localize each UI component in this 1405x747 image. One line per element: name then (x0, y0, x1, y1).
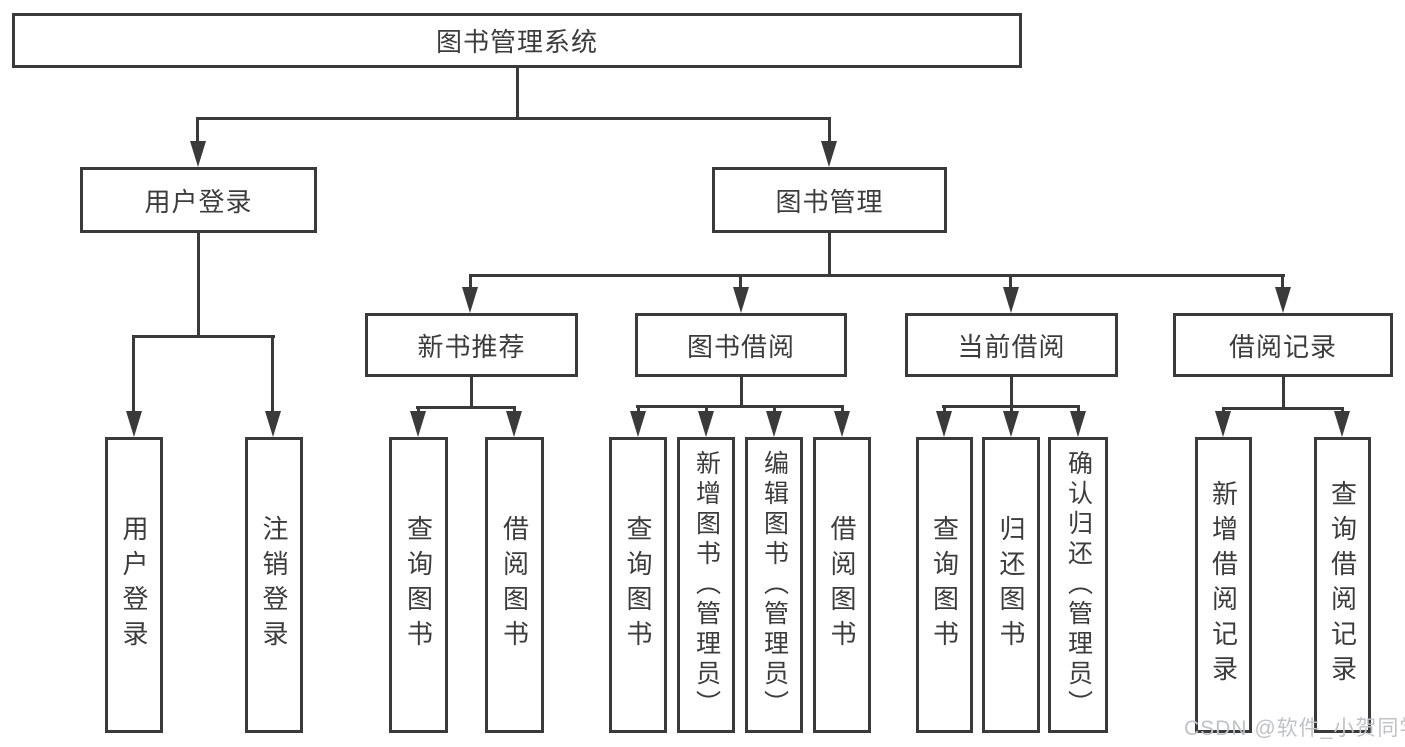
connector-borrow-records-stem (1282, 377, 1285, 409)
leaf-label: 注销登录 (259, 515, 289, 655)
arrowhead-current-borrow (1003, 287, 1019, 313)
node-user-login: 用户登录 (80, 167, 317, 233)
watermark: CSDN @软件_小贺同学 (1184, 717, 1405, 740)
leaf-label: 借阅图书 (499, 515, 530, 655)
connector-drop-borrow-records (1281, 274, 1284, 292)
connector-drop-book-mgmt (828, 117, 831, 145)
arrowhead (698, 411, 714, 437)
leaf-add-books-admin: 新增图书（管理员） (677, 437, 735, 733)
arrowhead (630, 411, 646, 437)
node-label: 用户登录 (144, 186, 253, 217)
arrowhead-book-mgmt (821, 141, 837, 167)
connector-new-book-rec-bar (416, 406, 516, 409)
leaf-label: 借阅图书 (827, 515, 857, 655)
node-label: 当前借阅 (957, 331, 1066, 362)
leaf-label: 新增图书（管理员） (692, 450, 721, 720)
node-label: 图书管理 (775, 186, 884, 217)
leaf-query-books-recommend: 查询图书 (389, 437, 448, 733)
connector-drop-new-book-rec (469, 274, 472, 292)
node-label: 图书管理系统 (435, 27, 598, 57)
leaf-user-login: 用户登录 (105, 437, 163, 733)
leaf-label: 新增借阅记录 (1208, 480, 1239, 690)
leaf-add-borrow-record: 新增借阅记录 (1195, 437, 1252, 733)
leaf-query-books-borrowing: 查询图书 (609, 437, 667, 733)
node-label: 借阅记录 (1228, 331, 1337, 362)
leaf-query-books-current: 查询图书 (916, 437, 973, 733)
connector-book-borrow-stem (740, 377, 743, 407)
leaf-label: 确认归还（管理员） (1064, 450, 1093, 720)
connector-drop-book-borrow (739, 274, 742, 292)
arrowhead-leaf-logout (265, 411, 281, 437)
leaf-query-borrow-record: 查询借阅记录 (1314, 437, 1371, 733)
connector-borrow-records-bar (1222, 407, 1344, 410)
connector-drop-leaf-logout (271, 335, 274, 417)
leaf-label: 用户登录 (119, 515, 149, 655)
connector-book-mgmt-stem (828, 233, 831, 276)
arrowhead (1070, 411, 1086, 437)
leaf-label: 编辑图书（管理员） (760, 450, 789, 720)
arrowhead (410, 411, 426, 437)
leaf-borrow-books: 借阅图书 (813, 437, 871, 733)
arrowhead-leaf-login (126, 411, 142, 437)
leaf-label: 查询借阅记录 (1327, 480, 1358, 690)
leaf-logout: 注销登录 (245, 437, 303, 733)
leaf-label: 查询图书 (623, 515, 653, 655)
connector-level3-bar (469, 274, 1285, 277)
node-new-book-recommendation: 新书推荐 (365, 313, 578, 377)
arrowhead (766, 411, 782, 437)
leaf-edit-books-admin: 编辑图书（管理员） (745, 437, 803, 733)
leaf-label: 归还图书 (996, 515, 1026, 655)
leaf-borrow-books-recommend: 借阅图书 (485, 437, 544, 733)
arrowhead (936, 411, 952, 437)
arrowhead (1003, 411, 1019, 437)
connector-user-login-stem (197, 233, 200, 337)
connector-drop-current-borrow (1009, 274, 1012, 292)
leaf-return-books: 归还图书 (982, 437, 1040, 733)
connector-book-borrow-bar (636, 405, 844, 408)
arrowhead-new-book-rec (462, 287, 478, 313)
arrowhead (1334, 411, 1350, 437)
leaf-confirm-return-admin: 确认归还（管理员） (1048, 437, 1108, 733)
node-borrowing-records: 借阅记录 (1173, 313, 1393, 377)
connector-current-borrow-stem (1010, 377, 1013, 407)
arrowhead (834, 411, 850, 437)
node-book-borrowing: 图书借阅 (635, 313, 847, 377)
connector-drop-user-login (196, 117, 199, 145)
leaf-label: 查询图书 (403, 515, 434, 655)
node-label: 新书推荐 (417, 331, 526, 362)
arrowhead-user-login (190, 141, 206, 167)
leaf-label: 查询图书 (929, 515, 960, 655)
connector-drop-leaf-login (132, 335, 135, 417)
node-current-borrowing: 当前借阅 (905, 313, 1118, 377)
arrowhead-book-borrow (733, 287, 749, 313)
connector-root-stem (516, 66, 519, 119)
connector-user-login-bar (133, 335, 275, 338)
connector-level2-bar (197, 117, 831, 120)
arrowhead (506, 411, 522, 437)
arrowhead (1215, 411, 1231, 437)
node-label: 图书借阅 (686, 331, 795, 362)
node-library-management-system: 图书管理系统 (12, 13, 1022, 68)
connector-new-book-rec-stem (470, 377, 473, 409)
node-book-management: 图书管理 (712, 167, 947, 233)
arrowhead-borrow-records (1275, 287, 1291, 313)
